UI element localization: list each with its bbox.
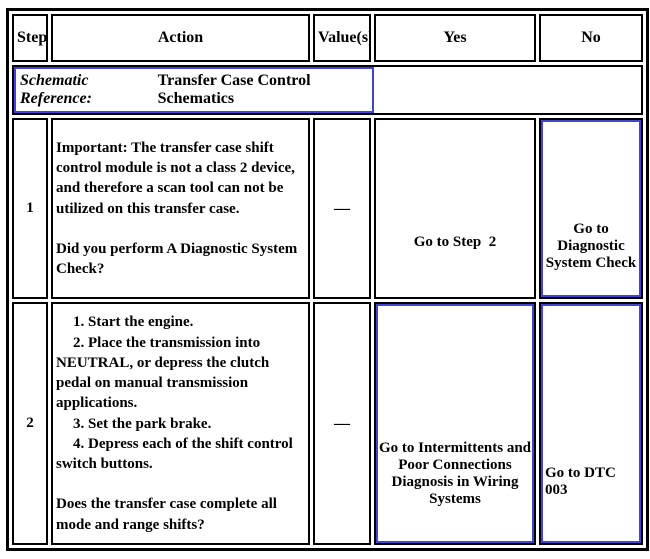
step-1-number: 1 xyxy=(12,118,48,299)
step-2-row: 2 1. Start the engine. 2. Place the tran… xyxy=(12,302,643,545)
step-2-item-3: 3. Set the park brake. xyxy=(73,415,212,432)
schematic-reference-row: Schematic Reference: Transfer Case Contr… xyxy=(12,65,643,115)
step-2-item-2: 2. Place the transmission into NEUTRAL, … xyxy=(56,334,270,412)
step-1-row: 1 Important: The transfer case shift con… xyxy=(12,118,643,299)
step-1-yes-cell: Go to Step 2 xyxy=(374,118,536,299)
step-2-yes-link[interactable]: Go to Intermittents and Poor Connections… xyxy=(376,304,534,543)
schematic-reference-cell: Schematic Reference: Transfer Case Contr… xyxy=(12,65,643,115)
step-2-no-link[interactable]: Go to DTC 003 xyxy=(541,304,641,543)
step-1-no-cell: Go to Diagnostic System Check xyxy=(539,118,643,299)
schematic-reference-label: Schematic Reference: xyxy=(20,72,92,107)
step-2-number: 2 xyxy=(12,302,48,545)
step-1-important-text: Important: The transfer case shift contr… xyxy=(56,139,295,217)
schematic-reference-value: Transfer Case Control Schematics xyxy=(157,72,311,107)
step-1-no-link[interactable]: Go to Diagnostic System Check xyxy=(541,120,641,297)
step-1-action-cell: Important: The transfer case shift contr… xyxy=(51,118,310,299)
step-2-no-cell: Go to DTC 003 xyxy=(539,302,643,545)
step-2-yes-cell: Go to Intermittents and Poor Connections… xyxy=(374,302,536,545)
step-2-action-cell: 1. Start the engine. 2. Place the transm… xyxy=(51,302,310,545)
step-2-item-1: 1. Start the engine. xyxy=(73,314,194,331)
header-cell-action: Action xyxy=(51,14,310,62)
header-cell-yes: Yes xyxy=(374,14,536,62)
step-2-item-4: 4. Depress each of the shift control swi… xyxy=(56,435,293,472)
step-1-value-cell: — xyxy=(313,118,371,299)
schematic-reference-link[interactable]: Schematic Reference: Transfer Case Contr… xyxy=(14,67,374,113)
diagnostic-table: Step Action Value(s) Yes No Schematic Re… xyxy=(6,8,649,551)
header-cell-no: No xyxy=(539,14,643,62)
header-cell-values: Value(s) xyxy=(313,14,371,62)
step-1-question-text: Did you perform A Diagnostic System Chec… xyxy=(56,240,298,277)
step-2-value-cell: — xyxy=(313,302,371,545)
header-row: Step Action Value(s) Yes No xyxy=(12,14,643,62)
header-cell-step: Step xyxy=(12,14,48,62)
step-2-question-text: Does the transfer case complete all mode… xyxy=(56,496,277,533)
step-1-yes-link[interactable]: Go to Step 2 xyxy=(413,233,497,250)
